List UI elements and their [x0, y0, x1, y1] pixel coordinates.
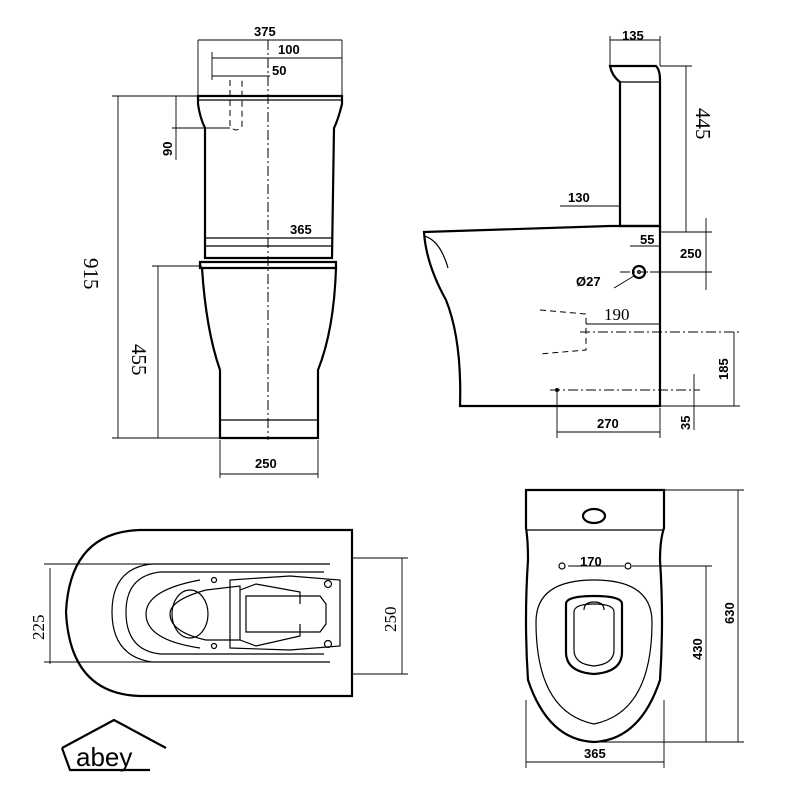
dim-50: 50	[272, 63, 286, 78]
dim-250-side: 250	[680, 246, 702, 261]
front-cistern-outline	[196, 94, 344, 260]
dim-430: 430	[690, 638, 705, 660]
dim-630: 630	[722, 602, 737, 624]
dim-915: 915	[79, 258, 103, 290]
dim-185: 185	[716, 358, 731, 380]
dim-130: 130	[568, 190, 590, 205]
dim-250-front: 250	[255, 456, 277, 471]
dim-225: 225	[29, 615, 48, 641]
dim-270: 270	[597, 416, 619, 431]
side-pan-outline	[422, 224, 662, 408]
side-cistern-outline	[608, 64, 662, 228]
dim-135: 135	[622, 28, 644, 43]
front-pan-outline	[200, 267, 338, 440]
dim-375: 375	[254, 24, 276, 39]
dim-diameter-27: Ø27	[576, 274, 601, 289]
abey-logo: abey	[60, 718, 167, 772]
dim-455: 455	[127, 344, 151, 376]
side-view: 135 445 130 55 250 Ø27 190 185 270 35	[422, 28, 740, 438]
dim-100: 100	[278, 42, 300, 57]
underside-view: 225 250	[29, 528, 408, 698]
dim-365-plan: 365	[584, 746, 606, 761]
underside-outline	[64, 528, 354, 698]
plan-view: 170 430 630 365	[524, 488, 744, 768]
dim-35: 35	[678, 416, 693, 430]
front-view: 375 100 50 90 365 915 455 250	[79, 24, 344, 478]
dim-250-underside: 250	[381, 607, 400, 633]
dim-445: 445	[691, 108, 715, 140]
dim-55: 55	[640, 232, 654, 247]
dim-90: 90	[160, 142, 175, 156]
logo-text: abey	[76, 742, 132, 772]
dim-170: 170	[580, 554, 602, 569]
dim-365-front: 365	[290, 222, 312, 237]
dim-190: 190	[604, 305, 630, 324]
plan-outline	[524, 488, 666, 744]
